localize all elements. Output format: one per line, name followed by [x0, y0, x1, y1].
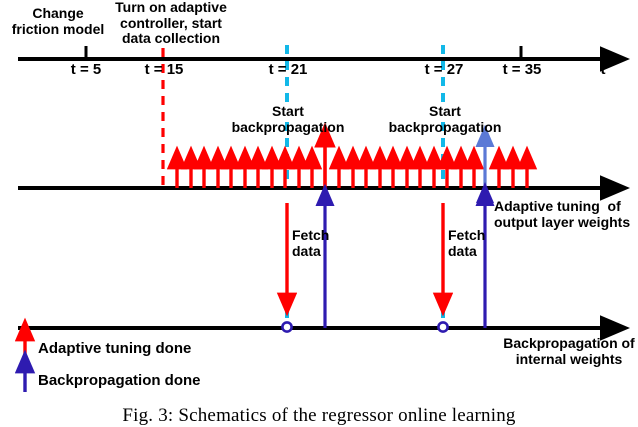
annotation-start-backpropagation-1: Start backpropagation — [231, 103, 345, 135]
annotation-start-backpropagation-2: Start backpropagation — [388, 103, 502, 135]
legend-item-adaptive-tuning-label: Adaptive tuning done — [38, 340, 192, 357]
adaptive-tuning-arrow-train — [166, 145, 538, 188]
axis-label-t: t — [600, 61, 606, 78]
top-timeline-axis — [18, 46, 630, 72]
tick-label-t5: t = 5 — [70, 61, 102, 78]
data-marker-circle-2 — [437, 321, 449, 333]
tick-label-t21: t = 21 — [268, 61, 308, 78]
legend-item-backpropagation-label: Backpropagation done — [38, 372, 201, 389]
data-marker-circle-1 — [281, 321, 293, 333]
tick-label-t27: t = 27 — [424, 61, 464, 78]
tick-label-t15: t = 15 — [144, 61, 184, 78]
annotation-turn-on-controller: Turn on adaptive controller, start data … — [115, 0, 227, 47]
tick-label-t35: t = 35 — [502, 61, 542, 78]
annotation-change-friction-model: Change friction model — [11, 5, 105, 37]
annotation-fetch-data-2: Fetch data — [448, 227, 486, 259]
figure-caption: Fig. 3: Schematics of the regressor onli… — [122, 405, 516, 426]
annotation-fetch-data-1: Fetch data — [292, 227, 330, 259]
note-output-layer-weights: Adaptive tuning of output layer weights — [494, 198, 631, 230]
note-internal-weights: Backpropagation of internal weights — [503, 335, 635, 367]
